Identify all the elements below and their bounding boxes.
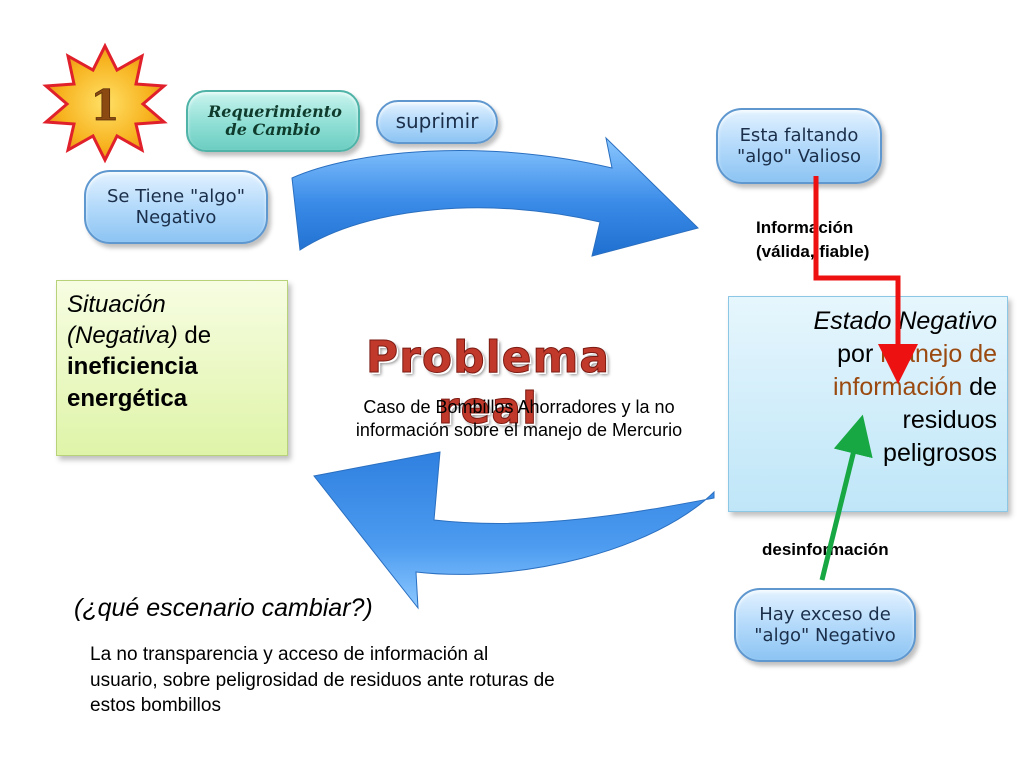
problema-real-title: Problema real — [365, 332, 611, 435]
situacion-line2: (Negativa) de — [67, 320, 277, 351]
green-arrow — [819, 414, 873, 581]
estado-line4: residuos — [902, 406, 998, 434]
badge-number: 1 — [90, 81, 119, 130]
hay-exceso-label: Hay exceso de "algo" Negativo — [754, 603, 896, 646]
suprimir-button[interactable]: suprimir — [376, 100, 498, 144]
bottom-arrow-left — [313, 451, 715, 610]
informacion-label: Información (válida, fiable) — [756, 216, 869, 264]
situacion-line4: energética — [67, 384, 188, 412]
estado-line5: peligrosos — [883, 439, 997, 467]
estado-line1: Estado Negativo — [813, 307, 997, 335]
se-tiene-algo-negativo-node: Se Tiene "algo" Negativo — [84, 170, 268, 244]
starburst-badge: 1 — [42, 42, 168, 164]
requerimiento-de-cambio-button[interactable]: Requerimiento de Cambio — [186, 90, 360, 152]
esta-faltando-algo-valioso-node: Esta faltando "algo" Valioso — [716, 108, 882, 184]
situacion-negativa-text: (Negativa) — [67, 322, 178, 350]
red-arrow — [813, 176, 918, 384]
estado-negativo-box: Estado Negativo por manejo de informació… — [728, 296, 1008, 512]
situacion-line1: Situación — [67, 291, 166, 318]
esta-faltando-label: Esta faltando "algo" Valioso — [736, 124, 862, 167]
situacion-negativa-box: Situación (Negativa) de ineficiencia ene… — [56, 280, 288, 456]
requerimiento-label: Requerimiento de Cambio — [208, 102, 342, 139]
suprimir-label: suprimir — [395, 109, 479, 134]
informacion-line2: (válida, fiable) — [756, 241, 870, 261]
question-text: (¿qué escenario cambiar?) — [74, 594, 373, 622]
estado-de-text: de — [962, 373, 997, 401]
desinformacion-label: desinformación — [762, 540, 889, 559]
bottom-description: La no transparencia y acceso de informac… — [90, 644, 555, 717]
informacion-line1: Información — [756, 218, 854, 237]
se-tiene-label: Se Tiene "algo" Negativo — [107, 185, 245, 228]
starburst-icon — [42, 42, 168, 164]
estado-por-text: por — [837, 340, 881, 368]
situacion-de-text: de — [177, 322, 212, 350]
situacion-line3: ineficiencia — [67, 353, 198, 381]
case-description: Caso de Bombillos Ahorradores y la no in… — [355, 397, 683, 441]
top-arrow-right — [291, 136, 699, 257]
hay-exceso-algo-negativo-node: Hay exceso de "algo" Negativo — [734, 588, 916, 662]
